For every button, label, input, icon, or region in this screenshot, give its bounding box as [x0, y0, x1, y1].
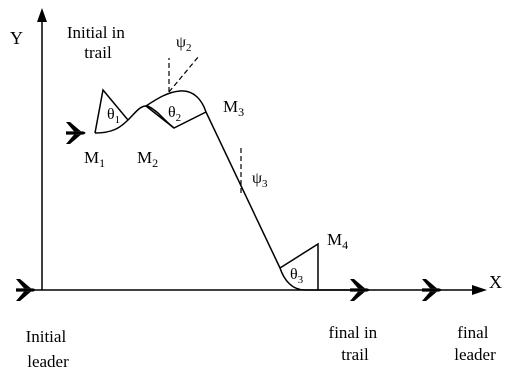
- angle-theta1-label: θ1: [107, 106, 120, 126]
- aircraft-icon: [350, 279, 370, 301]
- x-axis: [30, 285, 487, 295]
- y-axis: [37, 8, 47, 290]
- final-leader-label: final leader: [454, 323, 496, 364]
- turn-shape-theta1: [94, 88, 129, 134]
- aircraft-icon: [422, 279, 442, 301]
- y-axis-label: Y: [10, 28, 23, 48]
- point-m3-label: M3: [223, 97, 244, 119]
- angle-theta2-label: θ2: [168, 104, 181, 124]
- point-m2-label: M2: [137, 148, 158, 170]
- angle-psi3-label: ψ3: [252, 170, 268, 190]
- trajectory-path: [94, 90, 355, 291]
- x-axis-label: X: [489, 272, 502, 292]
- aircraft-icon: [16, 279, 36, 301]
- aircraft-icon: [66, 122, 86, 144]
- angle-psi2-label: ψ2: [176, 34, 192, 54]
- angle-theta3-label: θ3: [290, 266, 304, 286]
- point-m1-label: M1: [84, 148, 105, 170]
- initial-in-trail-label: Initial in trail: [67, 23, 129, 62]
- heading-reference-psi2: [168, 55, 200, 93]
- final-in-trail-label: final in trail: [329, 323, 382, 364]
- point-m4-label: M4: [327, 230, 348, 252]
- turn-shape-theta2: [145, 105, 207, 129]
- turn-shape-theta3: [279, 242, 319, 290]
- initial-leader-label: Initial leader: [26, 327, 71, 371]
